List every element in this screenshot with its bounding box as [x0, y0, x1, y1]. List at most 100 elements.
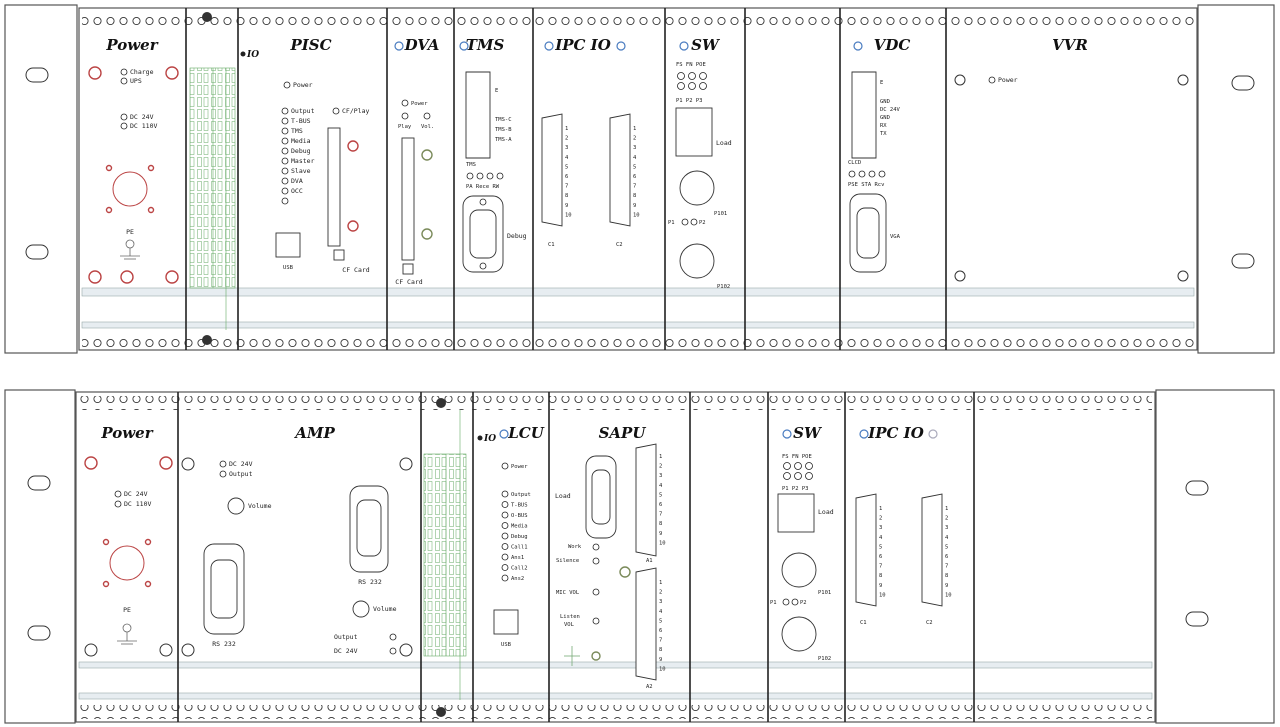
- screw-icon: [421, 149, 433, 161]
- rack-1-left-ear: [4, 4, 78, 354]
- pin-number: 10: [659, 666, 666, 672]
- pin-number: 6: [879, 554, 882, 560]
- pin-number: 1: [659, 454, 662, 460]
- screw-icon: [1177, 74, 1189, 86]
- screw-icon: [347, 140, 359, 152]
- mount-slot-icon: [27, 475, 51, 491]
- pin-number: 1: [879, 506, 882, 512]
- rack2-power-module: Power DC 24V DC 110V PE: [84, 424, 173, 657]
- output-label: Output: [334, 633, 358, 641]
- led-icon: [120, 68, 128, 76]
- pin-number: 9: [633, 203, 636, 209]
- pin-number: 3: [945, 525, 948, 531]
- debug-label: Debug: [507, 232, 527, 240]
- rack-2-bottom-rail: [79, 705, 1152, 719]
- cf-play-label: CF/Play: [342, 107, 369, 115]
- led-icon: [501, 532, 509, 540]
- load-label: Load: [555, 492, 571, 500]
- pin-number: 3: [633, 145, 636, 151]
- led-label: T-BUS: [291, 117, 311, 125]
- pin-number: 9: [879, 583, 882, 589]
- mount-slot-icon: [1185, 611, 1209, 627]
- rs232-label: RS 232: [358, 578, 382, 586]
- p101-label: P101: [818, 590, 831, 596]
- led-icon: [501, 511, 509, 519]
- volume-knob-icon[interactable]: [227, 497, 245, 515]
- m12-connector: [781, 616, 817, 652]
- pin-label: GND: [880, 115, 890, 121]
- screw-icon: [954, 74, 966, 86]
- sw-title: SW: [793, 424, 823, 442]
- screw-icon: [619, 566, 631, 578]
- p1-label: P1: [668, 220, 675, 226]
- pin-number: 6: [565, 174, 568, 180]
- io-label: IO: [483, 434, 496, 444]
- volume-label: Volume: [373, 605, 397, 613]
- led-label: Slave: [291, 167, 311, 175]
- rack2-power-title: Power: [100, 424, 153, 442]
- pin-number: 3: [879, 525, 882, 531]
- load-label: Load: [818, 508, 834, 516]
- cf-card-label: CF Card: [342, 266, 369, 274]
- cf-slot: [401, 137, 415, 261]
- clcd-label: CLCD: [848, 160, 861, 166]
- pin-number: 10: [879, 592, 886, 598]
- rack2-lcu-module: LCU Power OutputT-BUSO-BUSMediaDebugCall…: [493, 424, 545, 648]
- p1-label: P1: [770, 600, 777, 606]
- p2-label: P2: [699, 220, 706, 226]
- vdc-title: VDC: [874, 36, 911, 54]
- load-label: Load: [716, 139, 732, 147]
- pin-label: TMS-A: [495, 137, 512, 143]
- led-icon: [120, 122, 128, 130]
- rack1-vvr-module: VVR Power: [954, 36, 1189, 282]
- led-label: Master: [291, 157, 315, 165]
- pin-number: 9: [565, 203, 568, 209]
- bolt-icon: [202, 12, 212, 22]
- vol-label: VOL: [564, 622, 575, 628]
- pin-number: 8: [565, 193, 568, 199]
- screw-icon: [165, 66, 179, 80]
- amp-title: AMP: [293, 424, 335, 442]
- led-icon: [501, 543, 509, 550]
- pin-number: 6: [945, 554, 948, 560]
- pin-number: 7: [659, 638, 662, 644]
- led-icon: [988, 76, 996, 84]
- pin-number: 3: [659, 473, 662, 479]
- screw-icon: [1177, 270, 1189, 282]
- led-label: Call2: [511, 566, 528, 572]
- usb-label: USB: [283, 265, 294, 271]
- pin-number: 4: [945, 535, 949, 541]
- tms-lower-label: TMS: [466, 162, 476, 168]
- led-label: Debug: [291, 147, 311, 155]
- volume-knob-icon[interactable]: [352, 600, 370, 618]
- rack-2-left-ear: [4, 389, 76, 724]
- pin-number: 7: [633, 184, 636, 190]
- pin-number: 4: [659, 483, 663, 489]
- dc24-label: DC 24V: [334, 647, 358, 655]
- rack2-amp-module: AMP DC 24V Output Volume RS 232 RS 232 V…: [181, 424, 413, 657]
- ipc-io-title: IPC IO: [867, 424, 924, 442]
- pin-number: 5: [659, 618, 662, 624]
- pin-label: E: [495, 88, 498, 94]
- pin-label: E: [880, 80, 883, 86]
- a1-label: A1: [646, 558, 653, 564]
- rack-2: Power DC 24V DC 110V PE AMP DC 24V: [4, 389, 1275, 724]
- pin-number: 8: [945, 573, 948, 579]
- ethernet-port: [675, 107, 713, 157]
- led-label: O-BUS: [511, 513, 528, 519]
- rs232-port-a: [203, 543, 245, 635]
- pin-number: 8: [879, 573, 882, 579]
- screw-icon: [954, 270, 966, 282]
- led-label: Power: [511, 464, 528, 470]
- led-icon: [501, 501, 509, 508]
- led-label: Output: [229, 470, 253, 478]
- screw-icon: [399, 643, 413, 657]
- screw-icon: [88, 270, 102, 284]
- screw-icon: [84, 643, 98, 657]
- ethernet-port: [777, 493, 815, 533]
- sw-row-labels: P1 P2 P3: [676, 98, 703, 104]
- screw-icon: [105, 206, 113, 214]
